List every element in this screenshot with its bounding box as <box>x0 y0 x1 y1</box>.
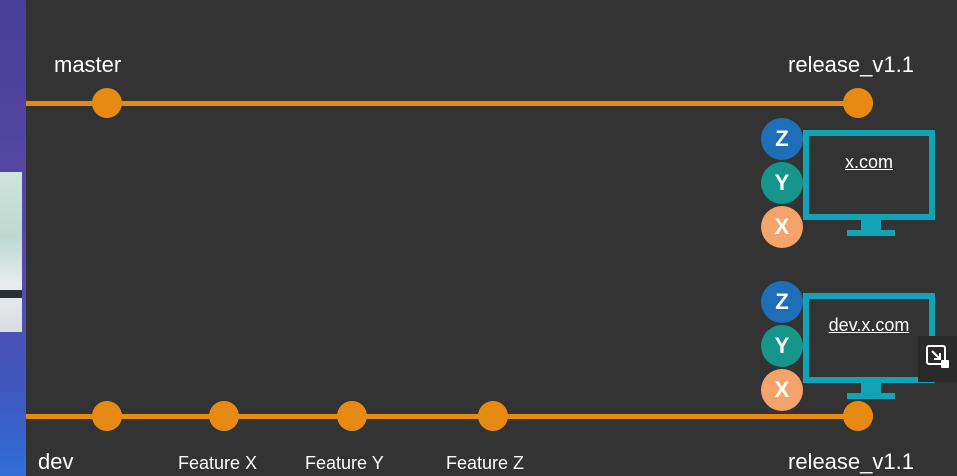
feature-y-label: Feature Y <box>305 453 384 473</box>
monitor-screen <box>803 293 935 383</box>
dev-branch-line <box>26 414 858 419</box>
master-release-node <box>843 88 873 118</box>
dev-branch-label: dev <box>38 449 74 474</box>
dev-commit-node <box>92 401 122 431</box>
video-thumbnail[interactable] <box>0 172 22 332</box>
expand-window-icon <box>925 344 951 375</box>
master-branch-line <box>26 101 858 106</box>
dev-badge-y: Y <box>761 325 803 367</box>
master-commit-node <box>92 88 122 118</box>
feature-x-label: Feature X <box>178 453 258 473</box>
monitor-screen <box>803 130 935 220</box>
expand-window-button[interactable] <box>918 336 957 382</box>
dev-badge-z: Z <box>761 281 803 323</box>
master-release-label: release_v1.1 <box>788 52 914 77</box>
feature-y-node <box>337 401 367 431</box>
production-badge-y: Y <box>761 162 803 204</box>
production-domain[interactable]: x.com <box>844 152 893 172</box>
master-branch-label: master <box>54 52 122 77</box>
feature-x-node <box>209 401 239 431</box>
production-badge-x: X <box>761 206 803 248</box>
feature-z-node <box>478 401 508 431</box>
dev-release-label: release_v1.1 <box>788 449 914 474</box>
production-badge-z: Z <box>761 118 803 160</box>
feature-z-label: Feature Z <box>446 453 525 473</box>
dev-domain[interactable]: dev.x.com <box>828 315 910 335</box>
dev-badge-x: X <box>761 369 803 411</box>
dev-release-node <box>843 401 873 431</box>
